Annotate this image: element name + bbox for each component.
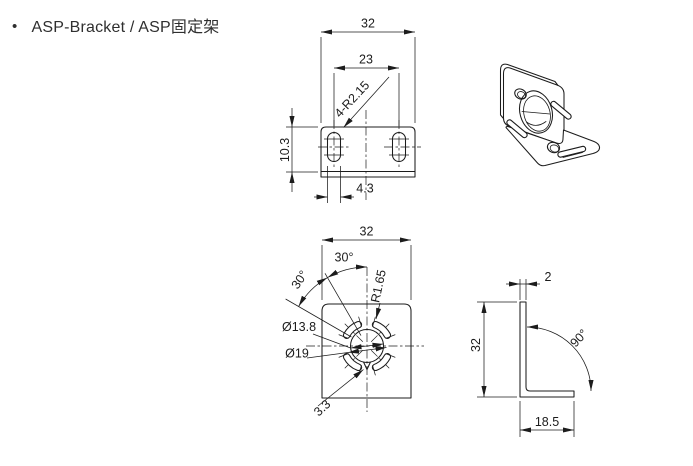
front-dim-width-label: 32 (360, 225, 374, 239)
front-dim-angle-left-label: 30° (289, 268, 311, 292)
side-view-profile (519, 301, 575, 398)
front-dim-notch-label: 3.3 (311, 397, 333, 419)
front-view-center-hole (349, 328, 385, 364)
top-dim-height-label: 10.3 (278, 138, 292, 162)
page-title-text: ASP-Bracket / ASP固定架 (31, 19, 220, 36)
isometric-view (499, 63, 601, 167)
side-dim-thickness-label: 2 (545, 270, 552, 284)
front-view-centerlines (306, 267, 424, 412)
top-dim-width-label: 32 (361, 17, 375, 31)
side-view: 2 32 90° 18.5 (469, 270, 594, 437)
side-dim-depth-label: 18.5 (535, 415, 559, 429)
front-dim-inner-dia-label: Ø13.8 (282, 320, 316, 334)
iso-hole-top-left (514, 88, 527, 100)
iso-center-hole-inner (523, 95, 551, 132)
front-view-plate-outline (321, 303, 412, 399)
side-dim-height-label: 32 (469, 338, 483, 352)
iso-center-hole-outer (518, 90, 554, 134)
front-dim-slot-radius-label: R1.65 (368, 268, 389, 304)
top-dim-slot-width-label: 4.3 (356, 182, 373, 196)
bullet-icon: • (12, 18, 18, 35)
top-view-plate-outline (320, 126, 416, 178)
top-dim-spacing-label: 23 (359, 53, 373, 67)
top-view: 32 23 4-R2.15 10.3 4.3 (278, 17, 421, 203)
front-dim-outer-dia-label: Ø19 (285, 347, 309, 361)
front-view-notch (363, 361, 371, 371)
page-title: • ASP-Bracket / ASP固定架 (12, 13, 220, 37)
front-view: 32 30° 30° R1.65 Ø13.8 Ø19 3.3 (282, 225, 424, 419)
iso-hole-bottom (546, 141, 561, 154)
iso-plate-thickness-edge (499, 63, 559, 120)
side-dim-angle-label: 90° (568, 327, 591, 350)
front-dim-angle-top-label: 30° (335, 251, 354, 265)
top-view-centerlines (318, 110, 421, 200)
